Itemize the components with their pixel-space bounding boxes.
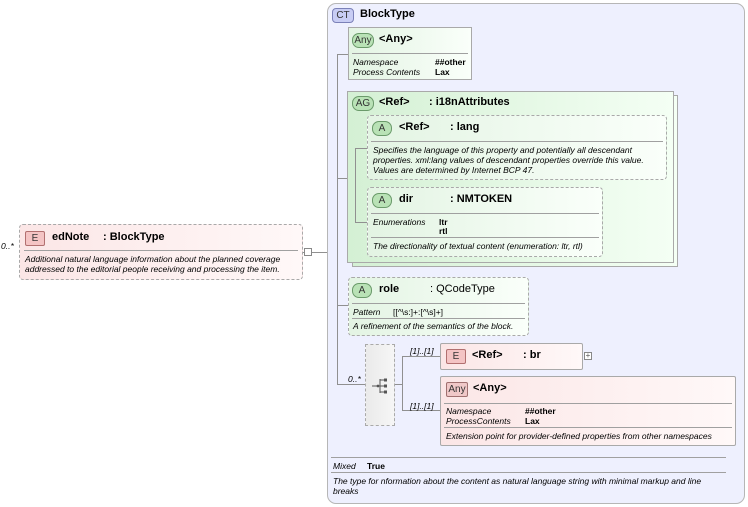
any-bottom-process-contents-label: ProcessContents [446, 416, 511, 426]
any-bottom-description: Extension point for provider-defined pro… [446, 431, 712, 441]
blocktype-name: BlockType [360, 8, 415, 20]
connector-line [337, 384, 365, 385]
connector-line [402, 356, 440, 357]
connector-line [355, 222, 367, 223]
divider [444, 427, 732, 428]
ednote-name: edNote [52, 231, 90, 243]
dir-type: : NMTOKEN [450, 193, 513, 205]
any-bottom-name: <Any> [473, 382, 507, 394]
divider [331, 457, 726, 458]
dir-name: dir [399, 193, 414, 205]
divider [371, 213, 599, 214]
any-occurs: [1]..[1] [410, 401, 434, 411]
br-element-box[interactable]: E <Ref> : br [440, 343, 583, 370]
connector-line [395, 384, 402, 385]
role-type: : QCodeType [430, 283, 495, 295]
complex-type-badge-icon: CT [332, 8, 354, 23]
any-badge-icon: Any [446, 382, 468, 397]
divider [352, 318, 525, 319]
divider [24, 250, 298, 251]
attribute-badge-icon: A [352, 283, 372, 298]
divider [371, 237, 599, 238]
lang-name: : lang [450, 121, 480, 133]
lang-ref: <Ref> [399, 121, 430, 133]
any-namespace-value: ##other [435, 57, 466, 67]
connector-line [337, 178, 347, 179]
element-badge-icon: E [25, 231, 45, 246]
ednote-occurs: 0..* [1, 241, 14, 251]
divider [352, 303, 525, 304]
any-process-contents-label: Process Contents [353, 67, 421, 77]
ednote-type: : BlockType [103, 231, 165, 243]
br-name: : br [523, 349, 541, 361]
attribute-badge-icon: A [372, 121, 392, 136]
choice-compositor-icon [372, 378, 387, 394]
lang-description: Specifies the language of this property … [373, 145, 644, 175]
role-pattern-label: Pattern [353, 307, 381, 317]
sequence-line [337, 54, 338, 384]
lang-attribute-box[interactable]: A <Ref> : lang Specifies the language of… [367, 115, 667, 180]
any-process-contents-value: Lax [435, 67, 450, 77]
divider [331, 472, 726, 473]
role-attribute-box[interactable]: A role : QCodeType Pattern [[^\s:]+:[^\s… [348, 277, 529, 336]
i18n-name: : i18nAttributes [429, 96, 510, 108]
connector-line [337, 54, 348, 55]
any-badge-icon: Any [352, 33, 374, 48]
expand-toggle-icon[interactable]: + [584, 351, 592, 360]
br-ref: <Ref> [472, 349, 503, 361]
any-bottom-namespace-label: Namespace [446, 406, 492, 416]
mixed-value: True [367, 461, 385, 471]
dir-description: The directionality of textual content (e… [373, 241, 583, 251]
dir-enum-ltr: ltr [439, 217, 448, 227]
element-badge-icon: E [446, 349, 466, 364]
choice-occurs: 0..* [348, 374, 361, 384]
any-namespace-label: Namespace [353, 57, 399, 67]
blocktype-description: The type for nformation about the conten… [333, 476, 702, 496]
divider [444, 403, 732, 404]
attribute-badge-icon: A [372, 193, 392, 208]
role-name: role [379, 283, 400, 295]
dir-enum-rtl: rtl [439, 226, 448, 236]
attribute-group-line [355, 148, 356, 222]
role-description: A refinement of the semantics of the blo… [353, 321, 514, 331]
divider [371, 141, 663, 142]
collapse-toggle-icon[interactable] [304, 248, 312, 256]
any-bottom-process-contents-value: Lax [525, 416, 540, 426]
connector-line [312, 252, 327, 253]
connector-line [355, 148, 367, 149]
ednote-element-box[interactable]: E edNote : BlockType Additional natural … [19, 224, 303, 280]
connector-line [402, 410, 440, 411]
connector-line [337, 305, 348, 306]
mixed-label: Mixed [333, 461, 356, 471]
role-pattern-value: [[^\s:]+:[^\s]+] [393, 307, 444, 317]
any-wildcard-bottom-box[interactable]: Any <Any> Namespace ##other ProcessConte… [440, 376, 736, 446]
any-wildcard-box[interactable]: Any <Any> Namespace ##other Process Cont… [348, 27, 472, 80]
choice-line [402, 356, 403, 410]
dir-attribute-box[interactable]: A dir : NMTOKEN Enumerations ltr rtl The… [367, 187, 603, 257]
any-name: <Any> [379, 33, 413, 45]
attribute-group-badge-icon: AG [352, 96, 374, 111]
ednote-description: Additional natural language information … [25, 254, 281, 274]
any-bottom-namespace-value: ##other [525, 406, 556, 416]
choice-compositor-box[interactable] [365, 344, 395, 426]
br-occurs: [1]..[1] [410, 346, 434, 356]
dir-enumerations-label: Enumerations [373, 217, 426, 227]
divider [352, 53, 468, 54]
i18n-ref: <Ref> [379, 96, 410, 108]
